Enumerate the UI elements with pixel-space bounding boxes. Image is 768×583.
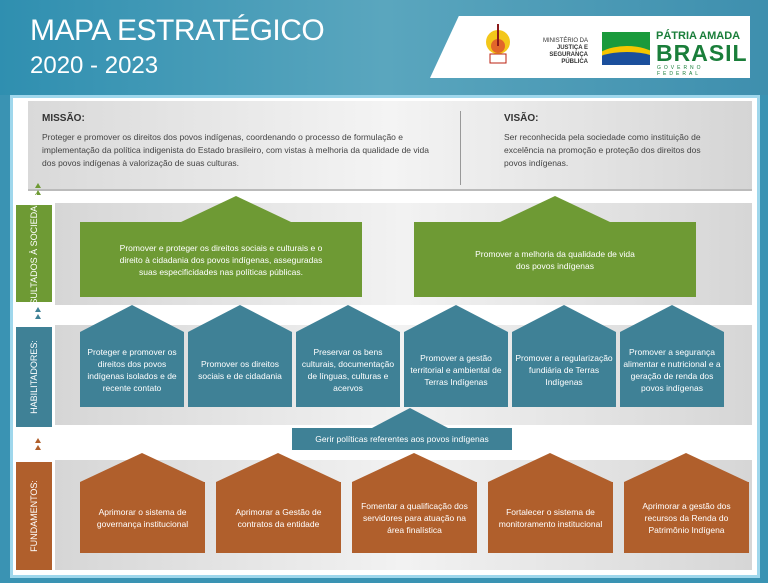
objective-box: Promover os direitos sociais e de cidada… xyxy=(188,332,292,407)
arrow-up-icon xyxy=(35,438,41,443)
brasil-flag-icon xyxy=(602,32,650,65)
results-tab: RESULTADOS À SOCIEDADE: xyxy=(16,190,52,317)
period: 2020 - 2023 xyxy=(30,52,159,79)
objective-box: Fomentar a qualificação dos servidores p… xyxy=(352,482,477,553)
roof xyxy=(181,196,291,222)
result-box: Promover a melhoria da qualidade de vida… xyxy=(414,222,696,297)
objective-box: Preservar os bens culturais, documentaçã… xyxy=(296,332,400,407)
roof xyxy=(352,453,476,482)
roof xyxy=(488,453,612,482)
page-title: MAPA ESTRATÉGICO xyxy=(30,14,325,47)
vision-text: Ser reconhecida pela sociedade como inst… xyxy=(504,132,701,168)
objective-box: Fortalecer o sistema de monitoramento in… xyxy=(488,482,613,553)
objective-box: Aprimorar a Gestão de contratos da entid… xyxy=(216,482,341,553)
roof xyxy=(500,196,610,222)
vision-label: VISÃO: xyxy=(504,113,539,124)
mission-vision: MISSÃO: Proteger e promover os direitos … xyxy=(28,101,752,191)
arrow-up-icon xyxy=(35,190,41,195)
roof xyxy=(372,408,448,428)
result-box: Promover e proteger os direitos sociais … xyxy=(80,222,362,297)
roof xyxy=(296,305,400,332)
enablers-tab: HABILITADORES: xyxy=(16,327,52,427)
roof xyxy=(188,305,292,332)
header: MAPA ESTRATÉGICO 2020 - 2023 MINISTÉRIO … xyxy=(0,0,768,95)
roof xyxy=(620,305,724,332)
objective-box: Promover a segurança alimentar e nutrici… xyxy=(620,332,724,407)
objective-box: Promover a gestão territorial e ambienta… xyxy=(404,332,508,407)
roof xyxy=(512,305,616,332)
objective-box: Proteger e promover os direitos dos povo… xyxy=(80,332,184,407)
foundations-tab: FUNDAMENTOS: xyxy=(16,462,52,570)
mission-text: Proteger e promover os direitos dos povo… xyxy=(42,132,429,168)
roof xyxy=(624,453,748,482)
divider xyxy=(460,111,461,185)
roof xyxy=(80,305,184,332)
funai-logo xyxy=(486,24,510,64)
mission-label: MISSÃO: xyxy=(42,113,85,124)
arrow-up-icon xyxy=(35,314,41,319)
objective-box: Aprimorar a gestão dos recursos da Renda… xyxy=(624,482,749,553)
objective-box: Promover a regularização fundiária de Te… xyxy=(512,332,616,407)
objective-box: Aprimorar o sistema de governança instit… xyxy=(80,482,205,553)
roof xyxy=(404,305,508,332)
arrow-up-icon xyxy=(35,183,41,188)
arrow-up-icon xyxy=(35,445,41,450)
base-enabler-box: Gerir políticas referentes aos povos ind… xyxy=(292,428,512,450)
roof xyxy=(80,453,204,482)
roof xyxy=(216,453,340,482)
arrow-up-icon xyxy=(35,307,41,312)
